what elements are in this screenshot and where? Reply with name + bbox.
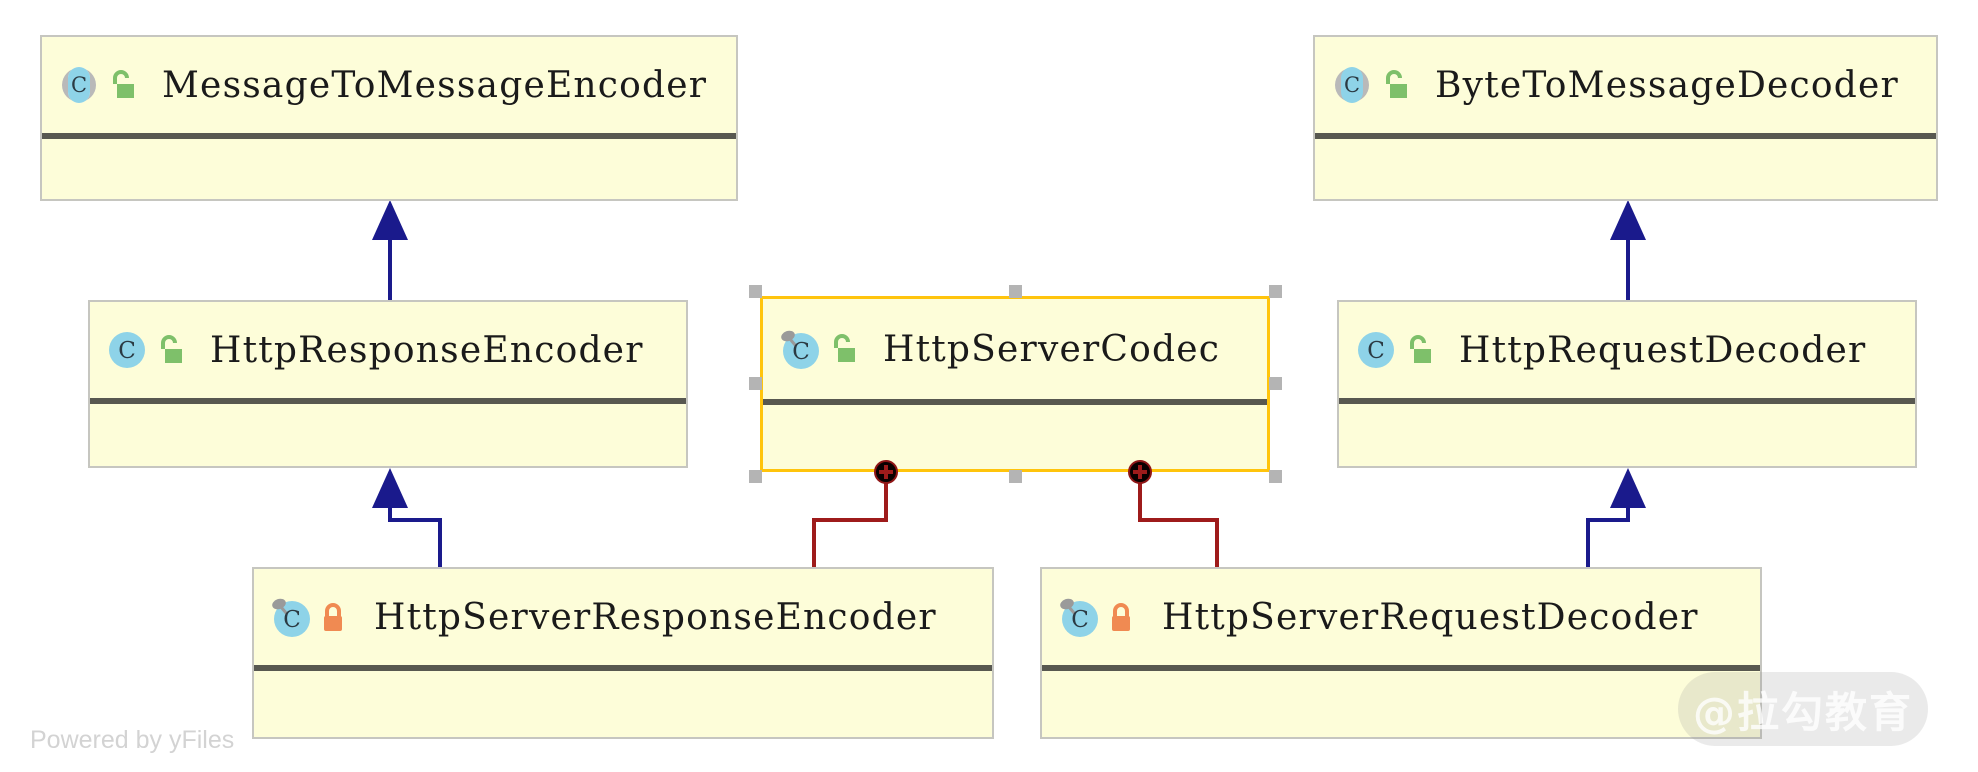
svg-text:C: C [1344, 73, 1360, 97]
svg-text:C: C [1367, 338, 1385, 364]
class-header: C MessageToMessageEncoder [42, 37, 736, 133]
handle-bottom-right[interactable] [1269, 470, 1282, 483]
edge-request-decoder-to-b2m [1610, 200, 1646, 300]
uml-class-http-response-encoder[interactable]: C HttpResponseEncoder [88, 300, 688, 468]
class-divider [1315, 133, 1936, 139]
unlocked-green-icon [154, 333, 184, 367]
svg-text:C: C [118, 338, 136, 364]
class-members-compartment [42, 139, 736, 199]
inner-class-icon: C [268, 594, 314, 640]
edge-server-request-decoder-to-request-decoder [1586, 468, 1646, 567]
svg-text:C: C [1071, 607, 1089, 633]
class-divider [763, 399, 1267, 405]
class-divider [1339, 398, 1915, 404]
handle-top-right[interactable] [1269, 285, 1282, 298]
class-divider [42, 133, 736, 139]
nest-marker-request-decoder[interactable] [1128, 460, 1152, 484]
unlocked-green-icon [827, 332, 857, 366]
class-header: C HttpResponseEncoder [90, 302, 686, 398]
svg-text:C: C [71, 73, 87, 97]
nest-marker-response-encoder[interactable] [874, 460, 898, 484]
unlocked-green-icon [1403, 333, 1433, 367]
handle-bottom-left[interactable] [749, 470, 762, 483]
class-members-compartment [1042, 671, 1760, 737]
uml-class-byte-to-message-decoder[interactable]: C ByteToMessageDecoder [1313, 35, 1938, 201]
svg-text:C: C [792, 339, 810, 365]
class-header: C HttpServerCodec [763, 299, 1267, 399]
uml-class-http-server-response-encoder[interactable]: C HttpServerResponseEncoder [252, 567, 994, 739]
class-name: HttpServerCodec [883, 328, 1221, 370]
unlocked-green-icon [106, 68, 136, 102]
class-members-compartment [1339, 404, 1915, 466]
uml-class-http-server-request-decoder[interactable]: C HttpServerRequestDecoder [1040, 567, 1762, 739]
class-members-compartment [254, 671, 992, 737]
class-name: ByteToMessageDecoder [1435, 64, 1899, 106]
class-divider [1042, 665, 1760, 671]
class-name: HttpRequestDecoder [1459, 329, 1867, 371]
edge-codec-nests-response-encoder [812, 472, 888, 567]
uml-class-http-server-codec[interactable]: C HttpServerCodec [760, 296, 1270, 472]
edge-response-encoder-to-m2m [372, 200, 408, 300]
locked-orange-icon [1106, 600, 1136, 634]
class-header: C HttpServerRequestDecoder [1042, 569, 1760, 665]
handle-middle-left[interactable] [749, 377, 762, 390]
class-header: C HttpRequestDecoder [1339, 302, 1915, 398]
class-icon: C [104, 327, 150, 373]
handle-middle-right[interactable] [1269, 377, 1282, 390]
class-header: C ByteToMessageDecoder [1315, 37, 1936, 133]
class-members-compartment [90, 404, 686, 466]
abstract-class-icon: C [56, 62, 102, 108]
yfiles-credit: Powered by yFiles [30, 726, 235, 754]
class-name: HttpServerResponseEncoder [374, 596, 937, 638]
class-divider [254, 665, 992, 671]
handle-top-left[interactable] [749, 285, 762, 298]
handle-top-center[interactable] [1009, 285, 1022, 298]
class-divider [90, 398, 686, 404]
locked-orange-icon [318, 600, 348, 634]
handle-bottom-center[interactable] [1009, 470, 1022, 483]
inner-class-icon: C [1056, 594, 1102, 640]
unlocked-green-icon [1379, 68, 1409, 102]
uml-class-http-request-decoder[interactable]: C HttpRequestDecoder [1337, 300, 1917, 468]
edge-server-response-encoder-to-response-encoder [372, 468, 442, 567]
abstract-class-icon: C [1329, 62, 1375, 108]
class-name: HttpServerRequestDecoder [1162, 596, 1699, 638]
class-members-compartment [763, 405, 1267, 469]
watermark: @拉勾教育 [1678, 672, 1928, 746]
inner-class-icon: C [777, 326, 823, 372]
class-name: MessageToMessageEncoder [162, 64, 708, 106]
uml-class-message-to-message-encoder[interactable]: C MessageToMessageEncoder [40, 35, 738, 201]
svg-text:C: C [283, 607, 301, 633]
class-header: C HttpServerResponseEncoder [254, 569, 992, 665]
class-icon: C [1353, 327, 1399, 373]
class-name: HttpResponseEncoder [210, 329, 644, 371]
class-members-compartment [1315, 139, 1936, 199]
edge-codec-nests-request-decoder [1138, 472, 1219, 567]
